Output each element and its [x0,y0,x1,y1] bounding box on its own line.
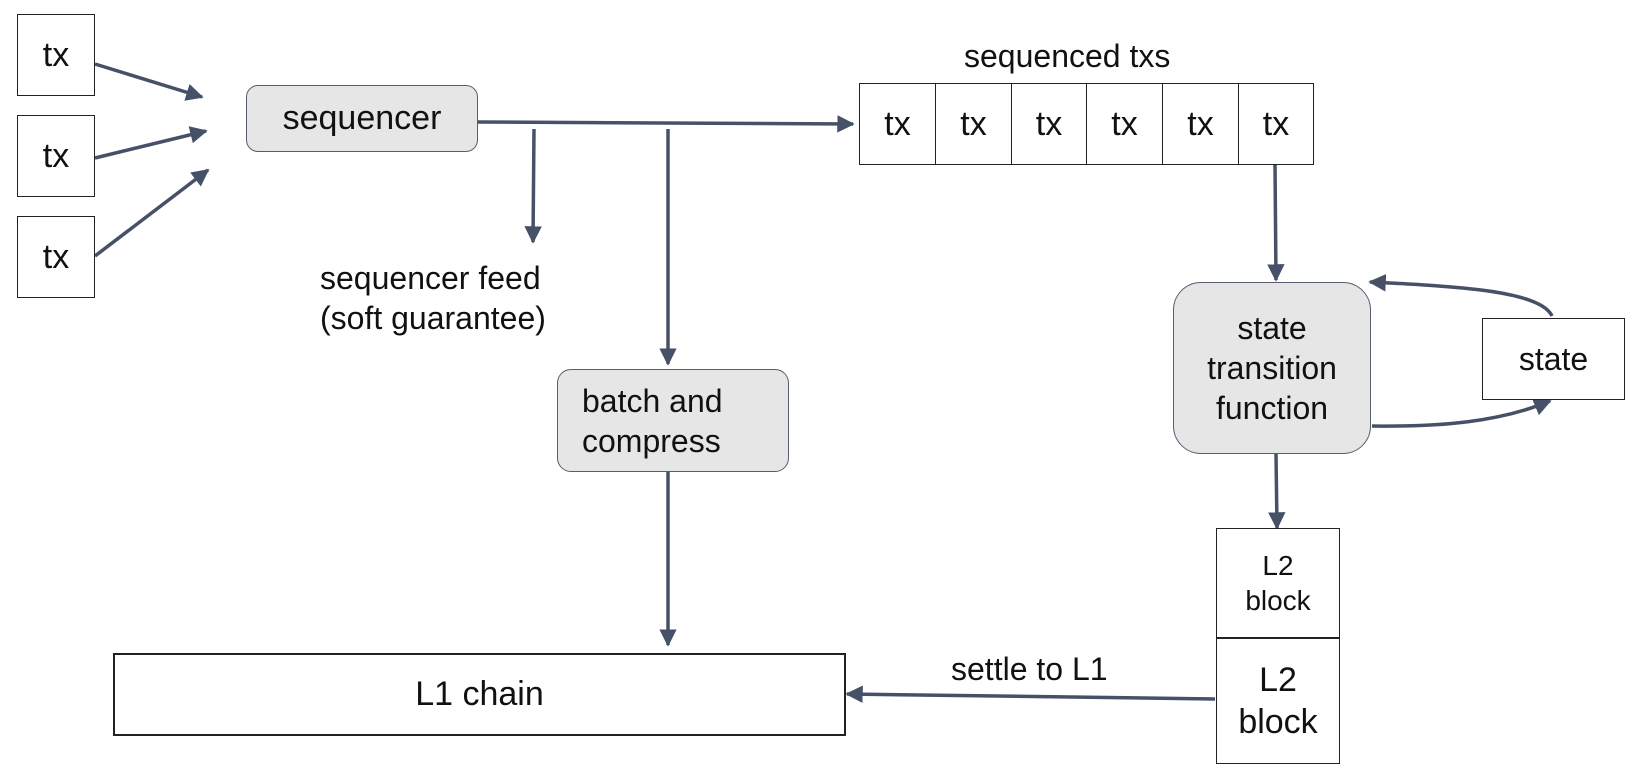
batch-compress-line-1: batch and [582,382,723,419]
sequencer-feed-line-1: sequencer feed [320,260,541,296]
l1-chain-label: L1 chain [415,675,544,713]
sequenced-tx-label-4: tx [1111,104,1138,143]
input-tx-box-2: tx [17,115,95,197]
input-tx-box-1: tx [17,14,95,96]
arrow-state-to-stf [1368,274,1554,317]
sequenced-tx-3: tx [1011,83,1087,165]
arrow-sequenced-to-stf [1267,163,1285,282]
stf-line-1: state [1237,310,1307,346]
state-transition-function-node: state transition function [1173,282,1371,454]
sequencer-feed-line-2: (soft guarantee) [320,300,546,336]
l2-block-bottom-line-1: L2 [1259,660,1297,699]
batch-compress-node: batch and compress [557,369,789,472]
arrow-tx3-to-sequencer [93,168,210,258]
sequenced-tx-6: tx [1238,83,1314,165]
input-tx-label-1: tx [42,35,70,74]
sequenced-tx-label-5: tx [1187,104,1214,143]
sequenced-tx-5: tx [1162,83,1239,165]
arrow-stf-to-state [1371,399,1552,428]
sequenced-tx-label-3: tx [1035,104,1063,143]
settle-to-l1-label: settle to L1 [951,651,1108,687]
l2-block-top-line-2: block [1245,585,1311,616]
l2-block-top-line-1: L2 [1262,550,1294,581]
sequenced-tx-4: tx [1086,83,1163,165]
stf-line-3: function [1215,390,1329,426]
arrow-sequencer-to-sequenced [477,115,855,133]
sequenced-tx-label-2: tx [960,104,987,143]
arrow-stf-to-l2block [1268,453,1286,530]
arrow-sequencer-feed [524,128,542,244]
sequencer-node: sequencer [246,85,478,152]
arrow-l2block-to-l1 [845,685,1216,703]
l1-chain-box: L1 chain [113,653,846,736]
sequencer-feed-label: sequencer feed (soft guarantee) [320,258,546,338]
sequenced-tx-1: tx [859,83,936,165]
sequencer-label: sequencer [282,99,442,137]
stf-line-2: transition [1207,350,1337,386]
arrow-tx1-to-sequencer [94,62,204,101]
sequenced-tx-label-1: tx [884,104,911,143]
input-tx-box-3: tx [17,216,95,298]
sequenced-tx-label-6: tx [1262,104,1290,143]
batch-compress-line-2: compress [582,422,721,459]
l2-block-bottom: L2 block [1216,638,1340,764]
l2-block-bottom-line-2: block [1238,703,1318,741]
input-tx-label-2: tx [42,136,70,175]
sequenced-txs-title: sequenced txs [964,38,1171,74]
state-box: state [1482,318,1625,400]
l2-block-top: L2 block [1216,528,1340,640]
arrow-tx2-to-sequencer [94,126,208,160]
state-label: state [1518,340,1589,377]
sequenced-tx-2: tx [935,83,1012,165]
input-tx-label-3: tx [42,237,70,276]
